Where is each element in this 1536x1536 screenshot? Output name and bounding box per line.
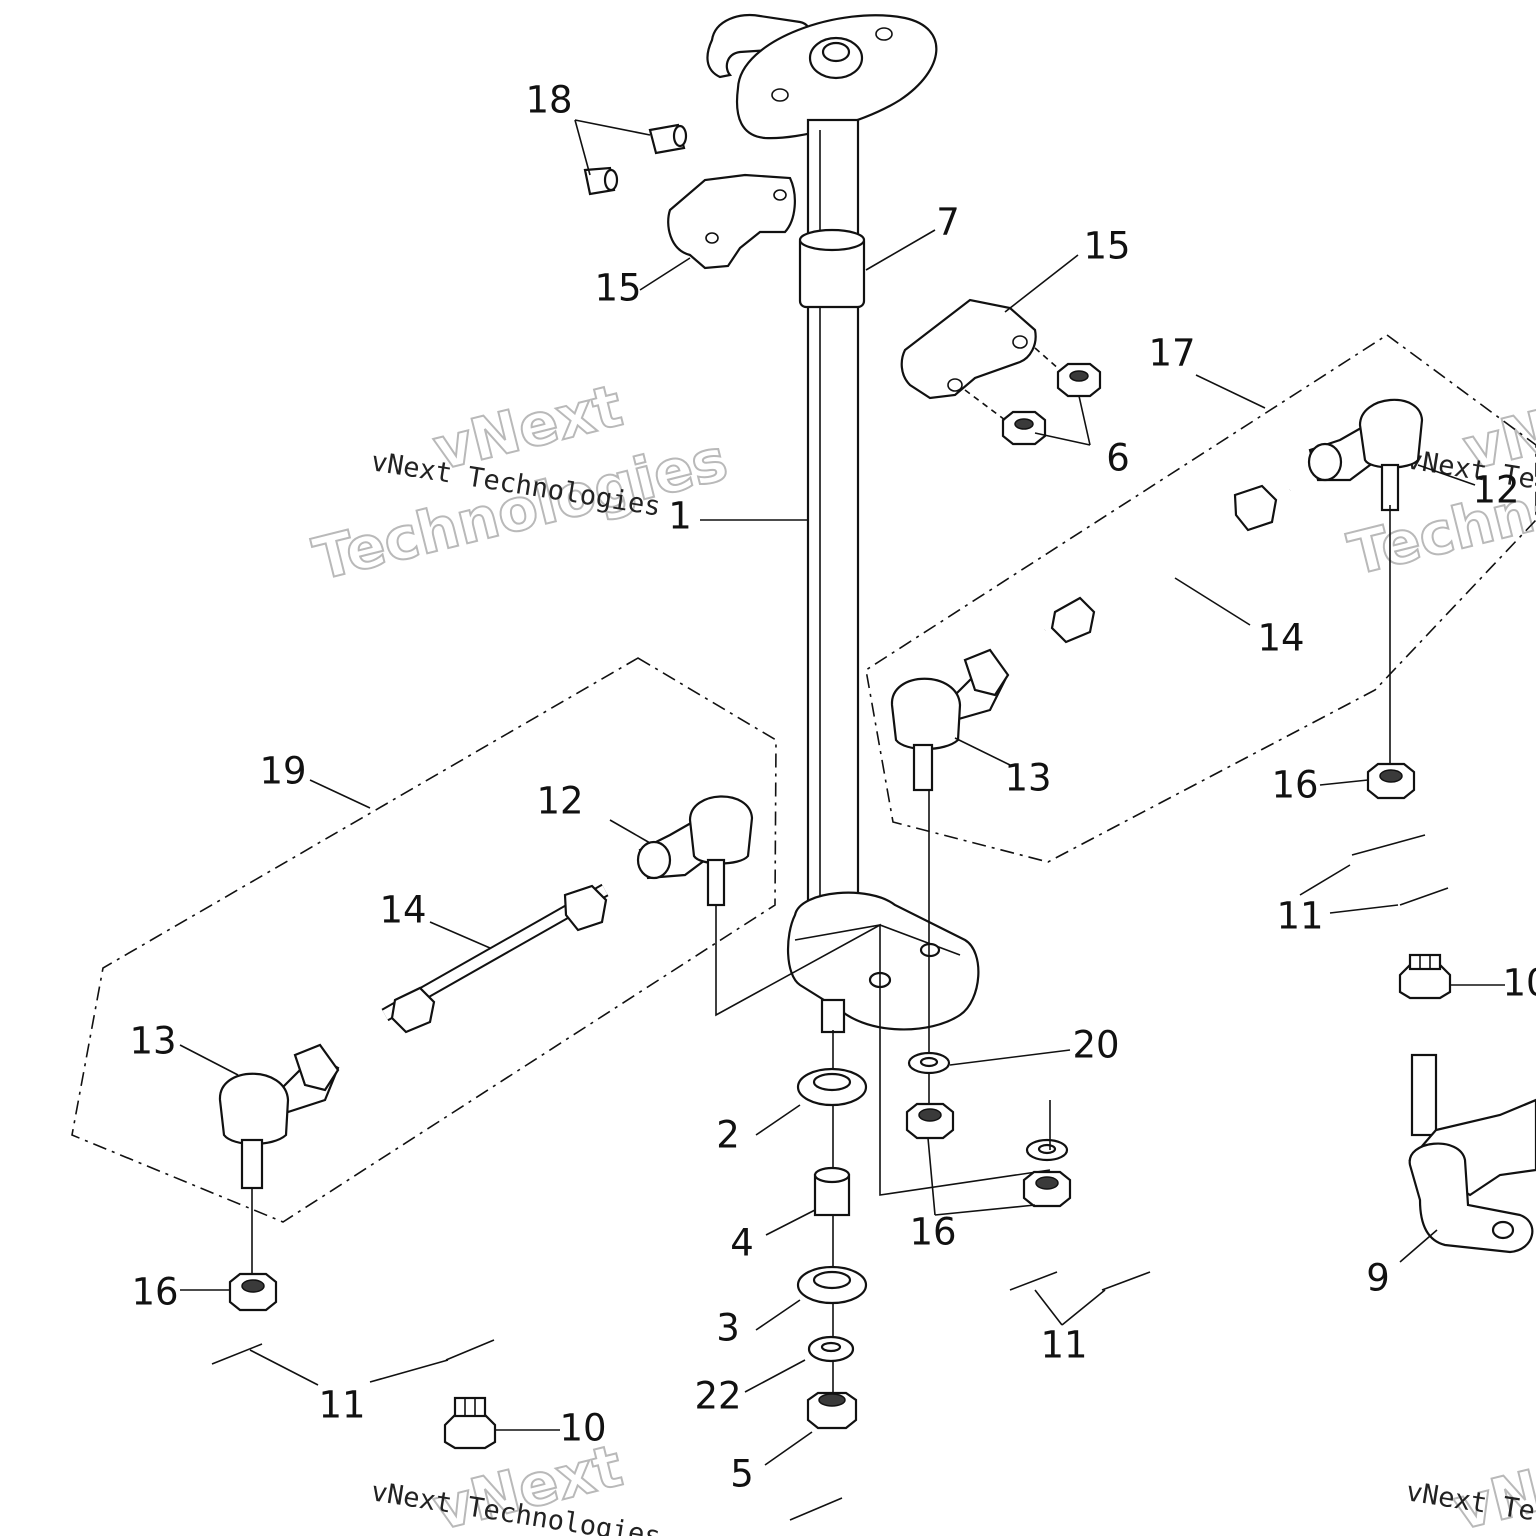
bracket-upper-right xyxy=(900,298,1037,400)
shaft-lower-stub xyxy=(820,998,846,1034)
cotter-pin-c2 xyxy=(1101,1271,1151,1291)
plate-bolt-hole-left xyxy=(771,88,789,102)
plate-bolt-hole-right xyxy=(875,27,893,41)
callout-11-centre: 11 xyxy=(1040,1324,1087,1367)
flange-nut-16-left xyxy=(228,1272,278,1312)
knuckle-arm-hole xyxy=(1491,1220,1515,1240)
callout-12-right: 12 xyxy=(1472,469,1519,512)
watermark-top-left: vNext Technologies vNext Technologies xyxy=(306,370,735,594)
callout-7: 7 xyxy=(936,201,960,244)
flange-nut-6-a xyxy=(1056,362,1102,398)
spacer-bushing xyxy=(813,1166,851,1217)
ball-joint-left-lower-nut xyxy=(293,1043,340,1092)
bushing-18-b xyxy=(583,166,619,196)
cotter-pins xyxy=(211,834,1449,1521)
plate-center-hole xyxy=(821,41,851,63)
cotter-pin-r2 xyxy=(1399,887,1449,906)
bolt-path-b xyxy=(964,389,1006,421)
ball-joint-right-lower-head xyxy=(890,677,962,750)
cotter-pin-b1 xyxy=(789,1497,843,1521)
tie-rod-right-jam-nut-lower xyxy=(1050,596,1096,644)
tie-rod-right-jam-nut-upper xyxy=(1233,484,1278,532)
callout-10-right: 10 xyxy=(1502,962,1536,1005)
ball-joint-right-upper-head xyxy=(1358,398,1424,469)
knuckle-spindle xyxy=(1410,1053,1438,1137)
callout-20: 20 xyxy=(1072,1024,1119,1067)
leader-lines xyxy=(179,119,1505,1466)
callout-10-left: 10 xyxy=(559,1407,606,1450)
callout-12-left: 12 xyxy=(536,780,583,823)
assembly-outline-left xyxy=(71,657,777,1223)
ball-joint-left-upper-nut xyxy=(636,840,672,880)
tie-rod-left xyxy=(218,795,754,1190)
tie-rod-right xyxy=(890,398,1424,792)
callout-1: 1 xyxy=(668,495,692,538)
column-bushing-top xyxy=(798,228,866,252)
callout-9: 9 xyxy=(1366,1257,1390,1300)
callout-16-left: 16 xyxy=(131,1271,178,1314)
callout-labels: 1 2 3 4 5 6 7 9 10 10 11 11 11 12 12 13 … xyxy=(129,79,1536,1496)
bearing-upper xyxy=(796,1067,868,1107)
flange-nut-16-centre-a xyxy=(905,1102,955,1140)
watermark-bottom: vNext vNext vNext Technologies vNext Tec… xyxy=(369,1430,1536,1536)
washer-lower xyxy=(807,1335,855,1363)
assembly-outline-right xyxy=(865,334,1536,863)
tie-rod-left-jam-nut-upper xyxy=(563,884,608,932)
bearing-lower xyxy=(796,1265,868,1305)
callout-14-right: 14 xyxy=(1257,617,1304,660)
cotter-pin-c1 xyxy=(1009,1271,1058,1291)
flange-nut-16-right xyxy=(1366,762,1416,800)
tie-rod-left-jam-nut-lower xyxy=(390,986,436,1034)
steering-knuckle xyxy=(1408,1053,1536,1254)
callout-15-left: 15 xyxy=(594,267,641,310)
callout-22: 22 xyxy=(694,1375,741,1418)
callout-16-right: 16 xyxy=(1271,764,1318,807)
left-upper-stud-path xyxy=(715,905,1051,1196)
pitman-arm xyxy=(786,891,980,1031)
washer-20-a xyxy=(907,1051,951,1075)
lower-nut xyxy=(806,1391,858,1430)
callout-6: 6 xyxy=(1106,437,1130,480)
ball-joint-left-upper-head xyxy=(688,795,754,865)
ball-joint-right-upper-stud xyxy=(1380,463,1400,512)
castle-nut-right xyxy=(1398,953,1452,1000)
ball-joint-right-upper-nut xyxy=(1307,442,1343,482)
callout-13-left: 13 xyxy=(129,1020,176,1063)
ball-joint-left-upper-stud xyxy=(706,858,726,907)
callout-19: 19 xyxy=(259,750,306,793)
callout-11-left: 11 xyxy=(318,1384,365,1427)
callout-11-right: 11 xyxy=(1276,895,1323,938)
callout-3: 3 xyxy=(716,1307,740,1350)
bolt-path-a xyxy=(1034,347,1061,371)
flange-nut-16-centre-b xyxy=(1022,1170,1072,1208)
cotter-pin-l2 xyxy=(445,1339,495,1361)
cotter-pin-l1 xyxy=(211,1343,263,1365)
callout-15-right: 15 xyxy=(1083,225,1130,268)
washer-20-b xyxy=(1025,1138,1069,1162)
callout-17: 17 xyxy=(1148,332,1195,375)
pitman-hole-2 xyxy=(919,942,941,958)
steering-column xyxy=(706,14,980,1034)
cotter-pin-r1 xyxy=(1351,834,1426,856)
callout-13-right: 13 xyxy=(1004,757,1051,800)
callout-18: 18 xyxy=(525,79,572,122)
bushing-18-a xyxy=(648,123,688,155)
ball-joint-left-lower-head xyxy=(218,1072,290,1145)
callout-5: 5 xyxy=(730,1453,754,1496)
bracket-upper-left xyxy=(667,173,796,270)
ball-joint-right-lower-stud xyxy=(912,743,934,792)
castle-nut-left xyxy=(443,1396,497,1450)
callout-4: 4 xyxy=(730,1222,754,1265)
callout-16-centre: 16 xyxy=(909,1211,956,1254)
callout-14-left: 14 xyxy=(379,889,426,932)
ball-joint-right-lower-nut xyxy=(963,648,1010,697)
flange-nut-6-b xyxy=(1001,410,1047,446)
callout-2: 2 xyxy=(716,1114,740,1157)
ball-joint-left-lower-stud xyxy=(240,1138,264,1190)
